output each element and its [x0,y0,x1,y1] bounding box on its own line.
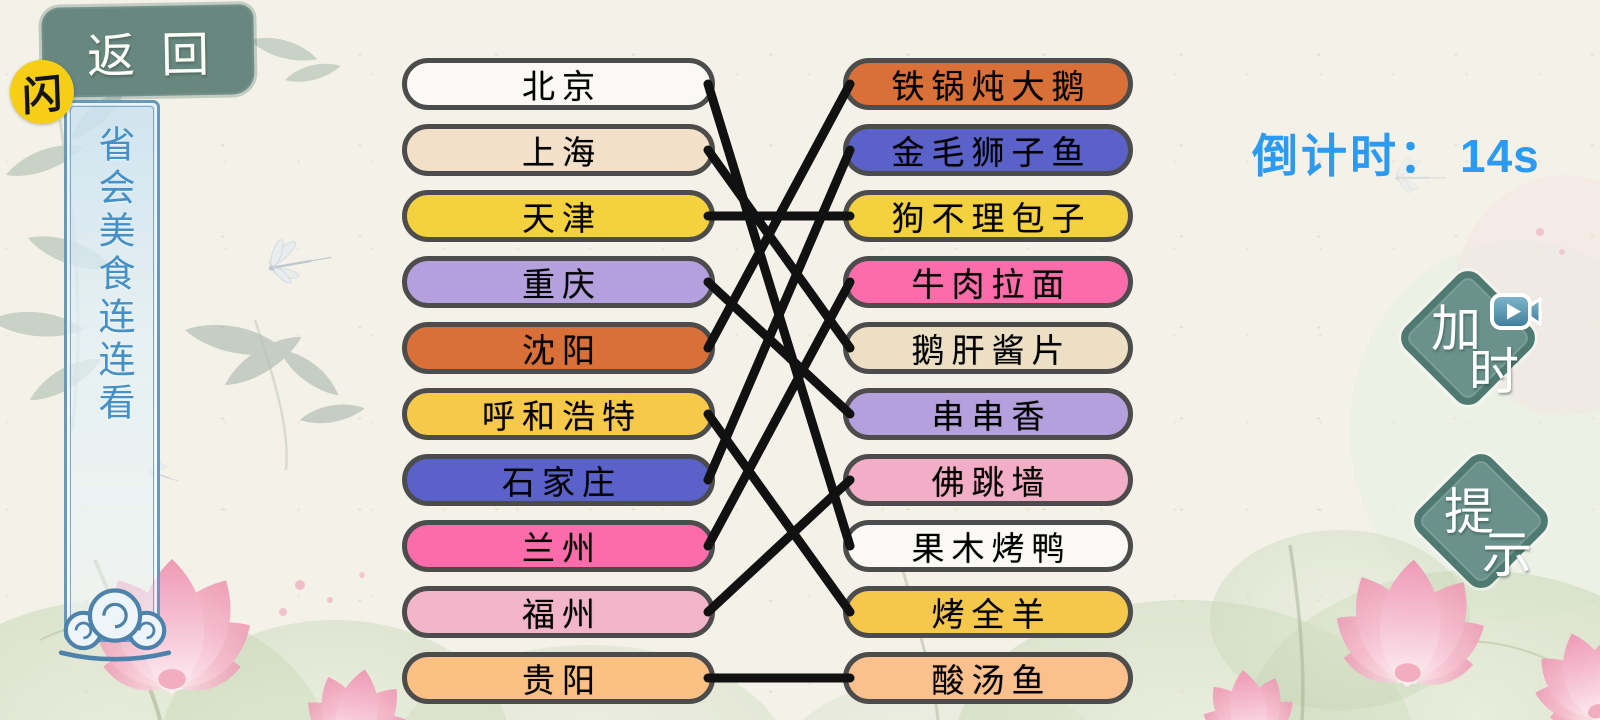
app-logo-glyph: 闪 [21,71,63,121]
lotus-leaves [0,530,1600,720]
diamond-shape [1394,264,1542,412]
connection-line [703,409,855,617]
connection-line [703,79,855,353]
connection-line [703,475,855,617]
city-pill[interactable]: 上海 [402,124,715,176]
city-column: 北京上海天津重庆沈阳呼和浩特石家庄兰州福州贵阳 [402,58,715,704]
food-pill[interactable]: 烤全羊 [843,586,1133,638]
connection-line [703,145,855,485]
hint-button[interactable]: 提 示 [1407,447,1555,595]
city-pill[interactable]: 重庆 [402,256,715,308]
city-pill[interactable]: 兰州 [402,520,715,572]
city-pill[interactable]: 贵阳 [402,652,715,704]
food-pill[interactable]: 铁锅炖大鹅 [843,58,1133,110]
food-pill[interactable]: 狗不理包子 [843,190,1133,242]
food-pill[interactable]: 酸汤鱼 [843,652,1133,704]
connection-line [703,277,855,419]
back-button[interactable]: 返回 [41,4,255,98]
back-button-label: 返回 [86,28,236,85]
city-pill[interactable]: 天津 [402,190,715,242]
countdown-label: 倒计时： [1252,130,1448,182]
food-pill[interactable]: 串串香 [843,388,1133,440]
food-pill[interactable]: 佛跳墙 [843,454,1133,506]
food-pill[interactable]: 金毛狮子鱼 [843,124,1133,176]
connection-line [703,145,855,353]
dragonfly-art [145,150,1449,490]
page-title: 省会美食连连看 [92,125,133,426]
add-time-button[interactable]: 加 时 [1394,264,1542,412]
city-pill[interactable]: 呼和浩特 [402,388,715,440]
city-pill[interactable]: 北京 [402,58,715,110]
countdown-value: 14s [1460,130,1540,182]
city-pill[interactable]: 石家庄 [402,454,715,506]
countdown: 倒计时：14s [1252,120,1540,186]
connection-line [703,79,855,551]
food-column: 铁锅炖大鹅金毛狮子鱼狗不理包子牛肉拉面鹅肝酱片串串香佛跳墙果木烤鸭烤全羊酸汤鱼 [843,58,1133,704]
food-pill[interactable]: 牛肉拉面 [843,256,1133,308]
diamond-shape [1407,447,1555,595]
city-pill[interactable]: 沈阳 [402,322,715,374]
app-logo: 闪 [10,60,74,124]
cloud-ornament [58,588,172,662]
food-pill[interactable]: 鹅肝酱片 [843,322,1133,374]
connection-line [703,277,855,551]
food-pill[interactable]: 果木烤鸭 [843,520,1133,572]
lotus-flowers [80,555,1600,720]
video-camera-icon [1490,293,1542,330]
title-banner: 省会美食连连看 [58,100,172,662]
city-pill[interactable]: 福州 [402,586,715,638]
